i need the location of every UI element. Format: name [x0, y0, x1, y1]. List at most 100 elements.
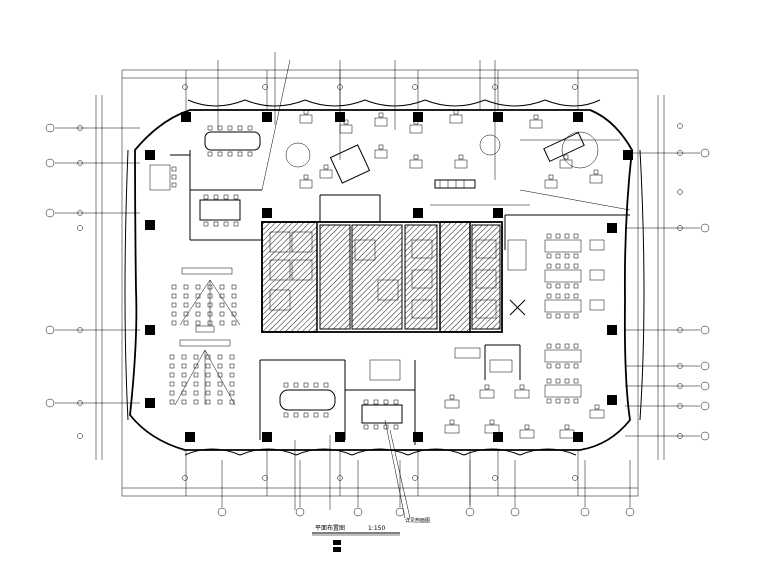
- grid-bubble: [700, 361, 710, 371]
- chair: [217, 363, 223, 369]
- chair: [229, 372, 235, 378]
- column: [607, 395, 617, 405]
- chair: [169, 372, 175, 378]
- column: [573, 112, 583, 122]
- chair: [223, 194, 229, 200]
- conference-tables: [199, 131, 403, 424]
- chair: [546, 363, 552, 369]
- lecture-seating-lines: [174, 279, 241, 406]
- desk: [529, 119, 543, 129]
- grid-bubble: [45, 325, 55, 335]
- chair: [231, 293, 237, 299]
- grid-bubble-small: [677, 327, 683, 333]
- chair: [229, 381, 235, 387]
- grid-bubble-small: [77, 160, 83, 166]
- chair: [546, 398, 552, 404]
- chair: [237, 125, 243, 131]
- chair: [181, 381, 187, 387]
- desk: [544, 299, 582, 313]
- desk: [179, 339, 231, 347]
- chair: [169, 390, 175, 396]
- chair: [181, 399, 187, 405]
- grid-bubble-small: [677, 383, 683, 389]
- chair: [213, 221, 219, 227]
- chair: [564, 424, 570, 430]
- column: [262, 112, 272, 122]
- chair: [484, 384, 490, 390]
- chair: [413, 154, 419, 160]
- desk: [319, 169, 333, 179]
- interior-partitions: [170, 150, 630, 445]
- chair: [193, 381, 199, 387]
- chair: [378, 144, 384, 150]
- grid-bubble: [45, 208, 55, 218]
- chair: [593, 169, 599, 175]
- chair: [393, 399, 399, 405]
- chair: [573, 313, 579, 319]
- chair: [546, 253, 552, 259]
- chair: [205, 390, 211, 396]
- chair: [564, 363, 570, 369]
- chair: [303, 412, 309, 418]
- desk: [589, 239, 605, 251]
- grid-bubble: [700, 431, 710, 441]
- chair: [555, 283, 561, 289]
- column: [623, 150, 633, 160]
- column: [262, 432, 272, 442]
- chair: [555, 253, 561, 259]
- chair: [519, 384, 525, 390]
- chair: [237, 151, 243, 157]
- chair: [171, 284, 177, 290]
- desk: [589, 269, 605, 281]
- chair: [171, 311, 177, 317]
- column: [145, 325, 155, 335]
- chair: [458, 154, 464, 160]
- chair: [219, 320, 225, 326]
- desk: [454, 159, 468, 169]
- chair: [313, 412, 319, 418]
- chair: [203, 194, 209, 200]
- chair: [378, 112, 384, 118]
- desk: [489, 359, 513, 373]
- grid-bubble: [395, 507, 405, 517]
- chair: [546, 283, 552, 289]
- column: [185, 432, 195, 442]
- column: [145, 150, 155, 160]
- chair: [195, 311, 201, 317]
- chair: [231, 320, 237, 326]
- chair: [223, 221, 229, 227]
- chair: [195, 320, 201, 326]
- chair: [171, 302, 177, 308]
- chair: [573, 363, 579, 369]
- chair: [449, 394, 455, 400]
- chair: [303, 109, 309, 115]
- chair: [219, 284, 225, 290]
- chair: [193, 363, 199, 369]
- grid-bubble-small: [677, 123, 683, 129]
- drawing-title: 平面布置图: [315, 524, 345, 532]
- chair: [183, 320, 189, 326]
- chair: [217, 125, 223, 131]
- grid-bubble: [353, 507, 363, 517]
- grid-bubble: [700, 401, 710, 411]
- desk: [454, 347, 481, 359]
- chair: [564, 378, 570, 384]
- chair: [564, 293, 570, 299]
- chair: [303, 382, 309, 388]
- chair: [563, 154, 569, 160]
- desk: [589, 299, 605, 311]
- drawing-scale: 1:150: [368, 525, 385, 532]
- grid-bubble: [700, 325, 710, 335]
- chair: [169, 399, 175, 405]
- chair: [323, 382, 329, 388]
- column: [413, 112, 423, 122]
- grid-bubble-small: [412, 475, 418, 481]
- grid-bubble-small: [77, 125, 83, 131]
- grid-bubble: [510, 507, 520, 517]
- desk: [544, 269, 582, 283]
- chair: [564, 283, 570, 289]
- chair: [181, 363, 187, 369]
- chair: [183, 302, 189, 308]
- desk: [544, 179, 558, 189]
- chair: [247, 151, 253, 157]
